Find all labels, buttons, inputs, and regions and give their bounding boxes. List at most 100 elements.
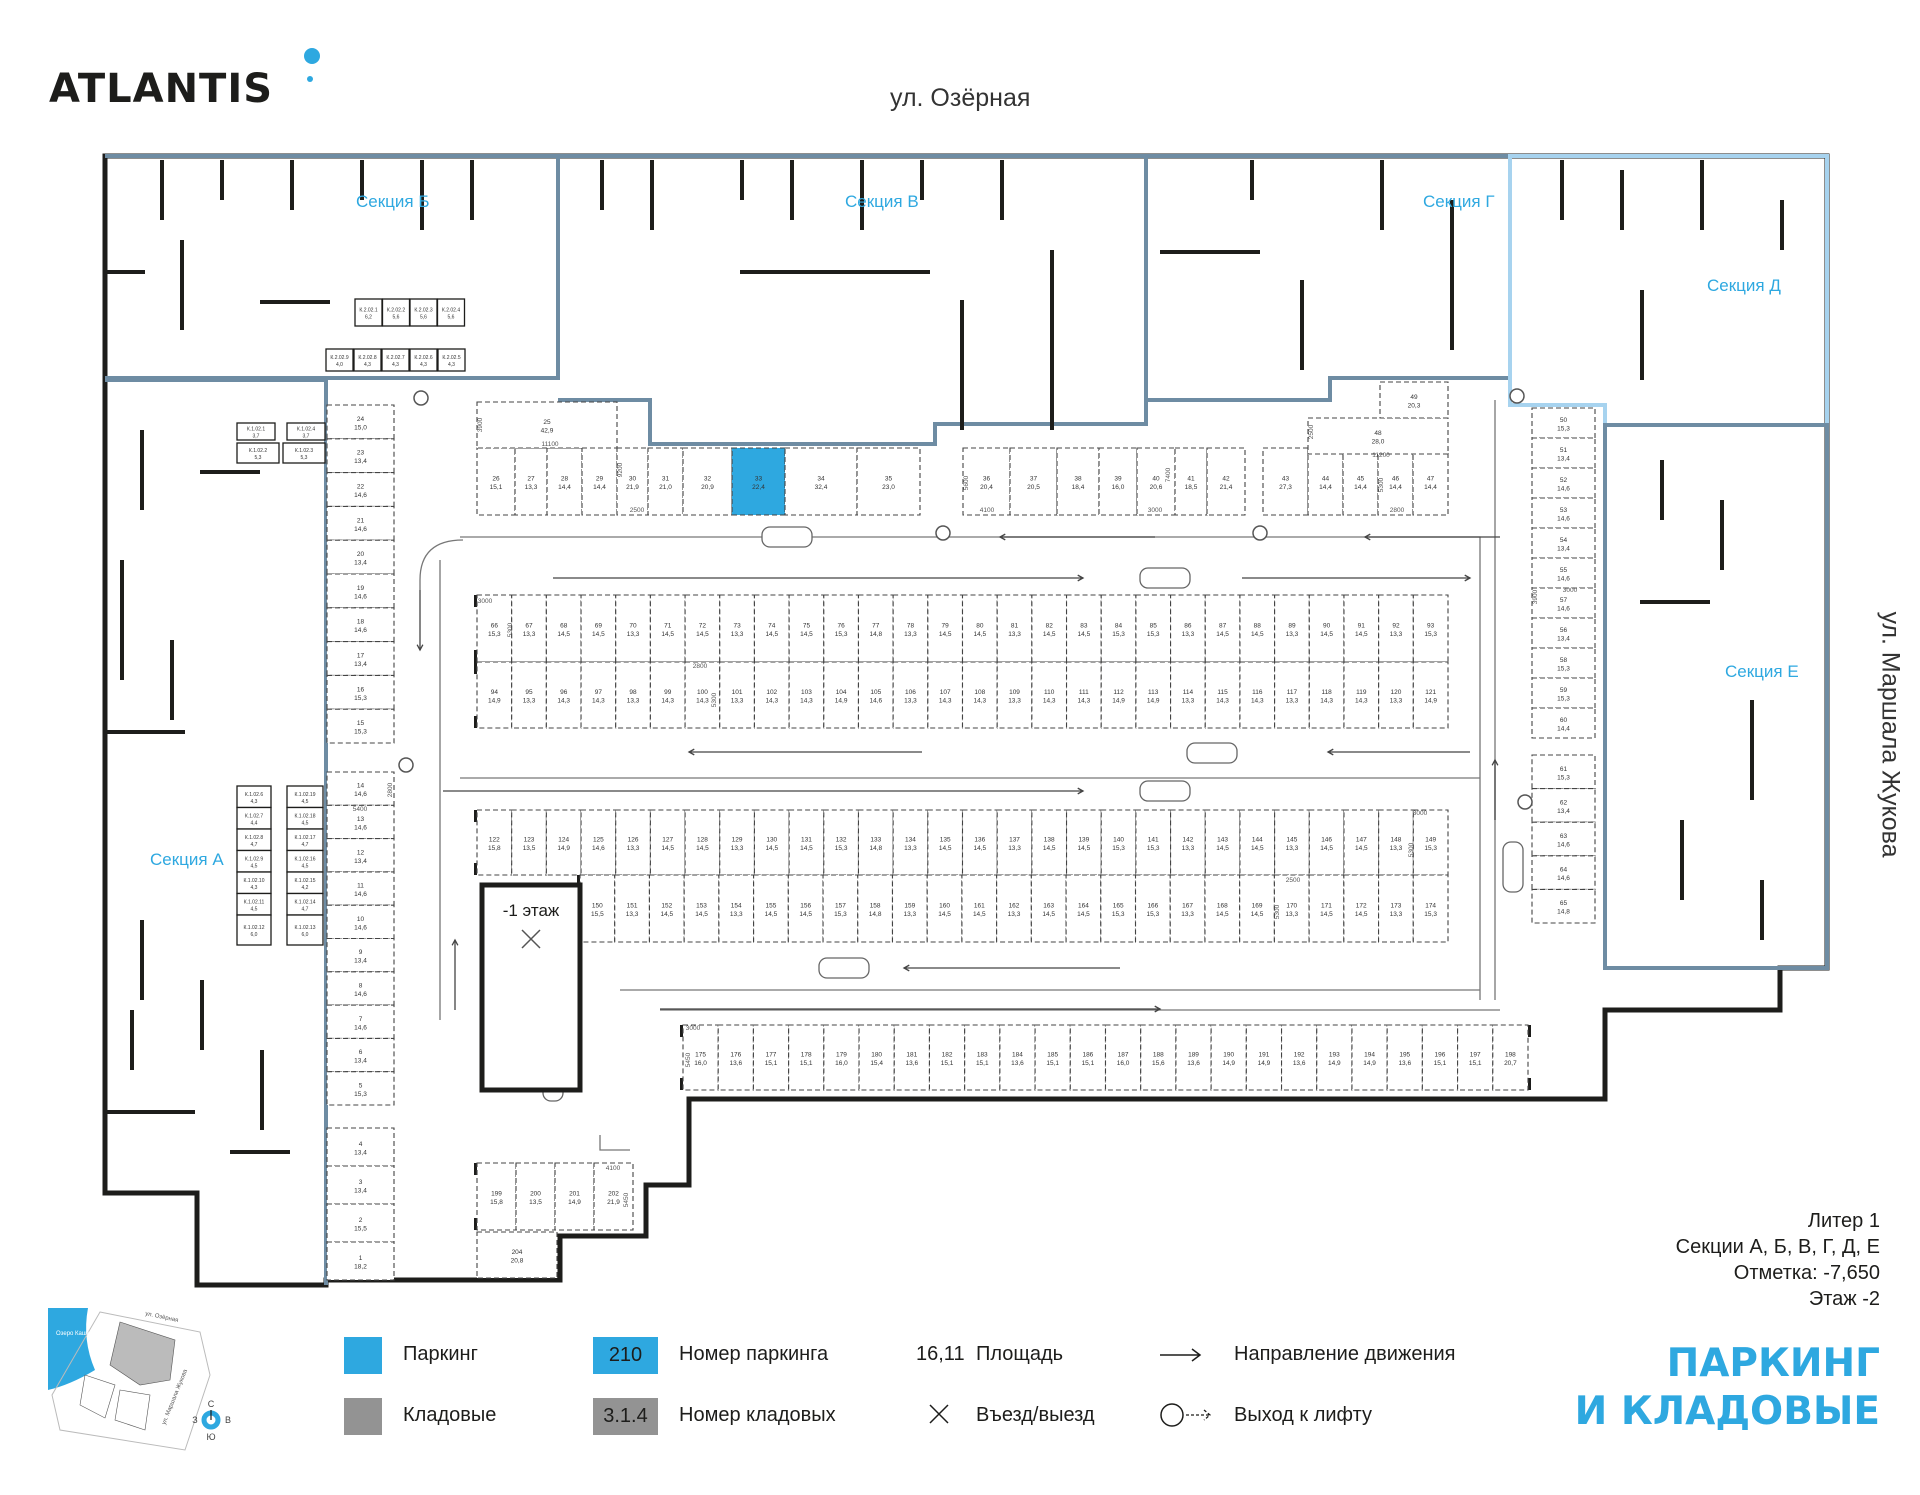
- parking-spot-8[interactable]: 814,6: [326, 971, 395, 1006]
- storage-unit[interactable]: К.2.02.45,6: [436, 298, 466, 327]
- storage-unit[interactable]: К.2.02.84,3: [353, 348, 382, 372]
- storage-unit[interactable]: К.2.02.64,3: [409, 348, 438, 372]
- parking-spot-9[interactable]: 913,4: [326, 937, 395, 973]
- parking-spot-4[interactable]: 413,4: [326, 1127, 395, 1167]
- storage-unit[interactable]: К.1.02.84,7: [236, 828, 272, 852]
- storage-unit[interactable]: К.1.02.64,3: [236, 785, 272, 809]
- storage-unit[interactable]: К.2.02.94,0: [325, 348, 354, 372]
- storage-unit[interactable]: К.1.02.13,7: [236, 422, 276, 441]
- storage-unit[interactable]: К.1.02.104,3: [236, 871, 272, 895]
- parking-spot-1[interactable]: 118,2: [326, 1241, 395, 1281]
- parking-spot-2[interactable]: 215,5: [326, 1203, 395, 1243]
- storage-unit[interactable]: К.1.02.74,4: [236, 806, 272, 830]
- storage-unit[interactable]: К.1.02.114,5: [236, 892, 272, 916]
- storage-unit[interactable]: К.1.02.25,3: [236, 442, 280, 464]
- storage-unit[interactable]: К.1.02.174,7: [286, 828, 324, 852]
- storage-unit[interactable]: К.1.02.144,7: [286, 892, 324, 916]
- storage-unit[interactable]: К.1.02.184,5: [286, 806, 324, 830]
- parking-spot-6[interactable]: 613,4: [326, 1037, 395, 1073]
- storage-unit[interactable]: К.2.02.74,3: [381, 348, 410, 372]
